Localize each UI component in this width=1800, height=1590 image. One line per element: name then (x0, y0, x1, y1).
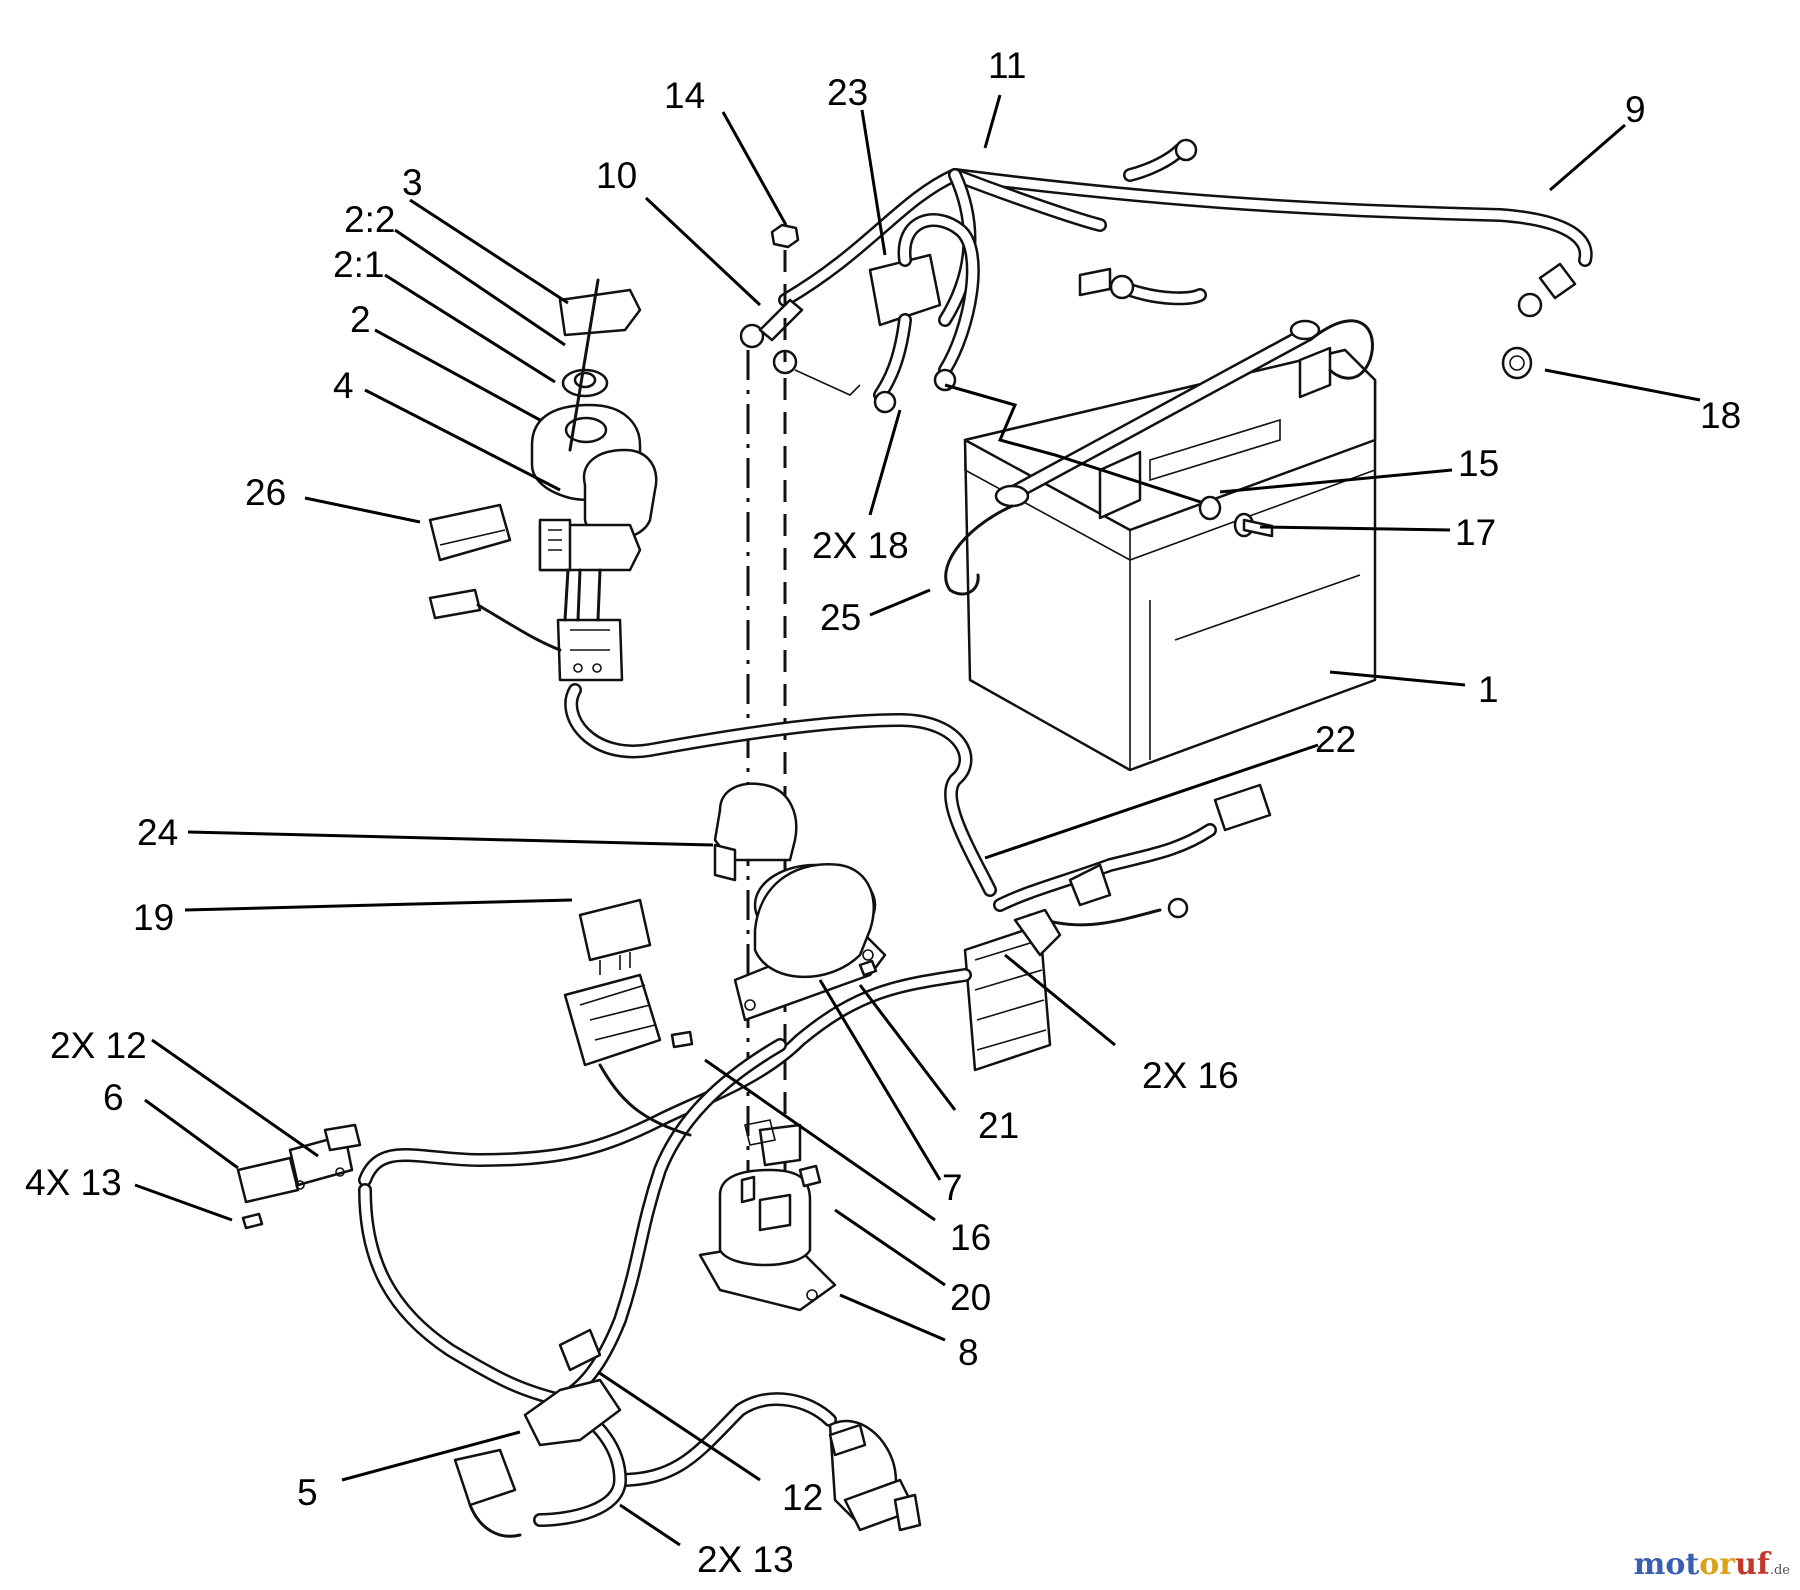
label-14: 14 (664, 75, 705, 116)
battery-hook-rod (944, 504, 1014, 596)
label-18: 18 (1700, 395, 1741, 436)
solenoid-7 (733, 863, 887, 1022)
label-6: 6 (103, 1077, 124, 1118)
label-2-1: 2:1 (333, 244, 384, 285)
label-15: 15 (1458, 443, 1499, 484)
watermark-part-1: mot (1633, 1547, 1700, 1582)
battery (963, 267, 1377, 772)
label-2: 2 (350, 299, 371, 340)
label-19: 19 (133, 897, 174, 938)
label-7: 7 (942, 1167, 963, 1208)
watermark-logo: motoruf.de (1634, 1547, 1790, 1582)
label-2x-18: 2X 18 (812, 525, 909, 566)
battery-cables (739, 138, 1593, 507)
label-2x-13: 2X 13 (697, 1539, 794, 1580)
label-10: 10 (596, 155, 637, 196)
terminal-boot-24 (713, 782, 798, 862)
label-16: 16 (950, 1217, 991, 1258)
bolt-17 (1198, 495, 1274, 538)
label-4x-13: 4X 13 (25, 1162, 122, 1203)
label-17: 17 (1455, 512, 1496, 553)
label-3: 3 (402, 162, 423, 203)
label-2x-16: 2X 16 (1142, 1055, 1239, 1096)
relay-19 (578, 898, 652, 975)
callout-labels: 3 2:2 2:1 2 4 26 10 14 23 11 9 18 15 17 … (25, 45, 1741, 1580)
connector-cover-26 (428, 503, 562, 652)
watermark-part-2: or (1699, 1547, 1736, 1582)
starter-solenoid-8 (698, 1119, 837, 1312)
label-2x-12: 2X 12 (50, 1025, 147, 1066)
ignition-switch (530, 278, 658, 682)
label-21: 21 (978, 1105, 1019, 1146)
label-23: 23 (827, 72, 868, 113)
label-24: 24 (137, 812, 178, 853)
label-22: 22 (1315, 719, 1356, 760)
label-11: 11 (988, 45, 1026, 86)
label-5: 5 (297, 1472, 318, 1513)
watermark-part-3: uf (1735, 1547, 1770, 1582)
watermark-tld: .de (1769, 1563, 1790, 1578)
switch-12 (828, 1419, 922, 1532)
connector-block (563, 973, 694, 1137)
nut-14 (770, 223, 800, 249)
label-20: 20 (950, 1277, 991, 1318)
label-8: 8 (958, 1332, 979, 1373)
label-2-2: 2:2 (344, 199, 395, 240)
label-1: 1 (1478, 669, 1499, 710)
hold-down-strap (1308, 319, 1374, 380)
screw-21 (858, 959, 878, 977)
leader-lines (134, 94, 1701, 1547)
label-9: 9 (1625, 89, 1646, 130)
label-4: 4 (333, 365, 354, 406)
label-26: 26 (245, 472, 286, 513)
switch-5 (453, 1328, 622, 1538)
label-12: 12 (782, 1477, 823, 1518)
module-6 (236, 1123, 362, 1230)
main-harness (358, 683, 1272, 1527)
label-25: 25 (820, 597, 861, 638)
